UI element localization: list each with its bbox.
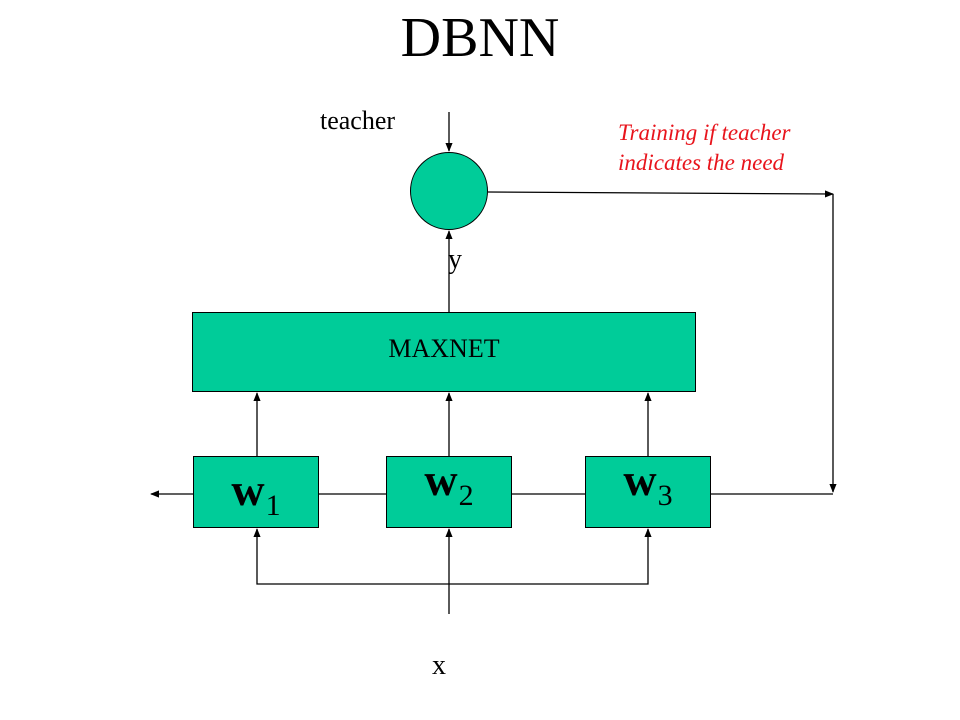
x-distribution-line — [253, 528, 652, 585]
weight-block-w2: w2 — [386, 454, 512, 528]
input-label-x: x — [432, 650, 446, 681]
maxnet-block: MAXNET — [192, 312, 696, 392]
page-title: DBNN — [400, 7, 560, 69]
weight-block-w1: w1 — [193, 456, 319, 528]
weight-block-w3: w3 — [585, 454, 711, 528]
training-note-line1: Training if teacher — [618, 120, 791, 145]
weight-symbol-w3: w3 — [623, 454, 673, 513]
weight-symbol-w1: w1 — [231, 464, 281, 523]
output-label-y: y — [448, 244, 462, 275]
teacher-neuron-node — [410, 152, 488, 230]
teacher-label: teacher — [320, 106, 396, 135]
maxnet-label: MAXNET — [388, 334, 500, 363]
weight-symbol-w2: w2 — [424, 454, 474, 513]
training-note: Training if teacher indicates the need — [618, 118, 791, 178]
training-note-line2: indicates the need — [618, 150, 785, 175]
feedback-line-top — [487, 190, 834, 198]
